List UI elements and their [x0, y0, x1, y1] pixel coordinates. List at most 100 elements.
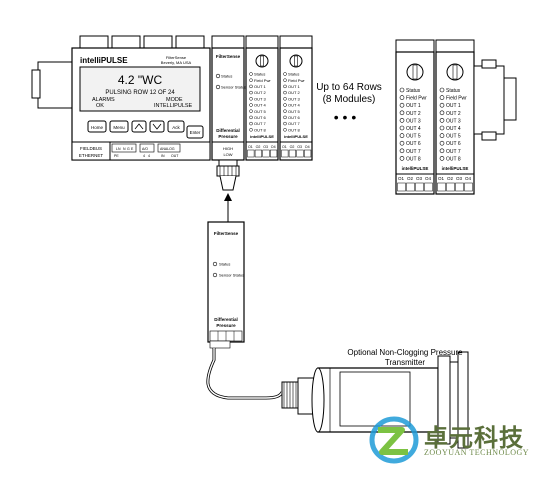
led-icon	[439, 87, 445, 93]
term-n: N	[123, 147, 126, 151]
led-label: OUT 3	[254, 96, 266, 101]
sensor-status-led-icon	[215, 73, 221, 79]
transmitter-cable	[206, 348, 284, 400]
led-label: OUT 4	[254, 103, 266, 108]
term-4b: 4	[148, 154, 150, 158]
led-label: Field Pwr	[406, 96, 427, 102]
keypad: Home Menu Ack Enter	[87, 120, 204, 139]
term-ao: A/O	[142, 147, 148, 151]
led-icon	[283, 72, 287, 76]
led-label: OUT 6	[288, 115, 300, 120]
main-terminal-block: LN N G E PE A/O 4 4 ANALOG IN OUT	[111, 143, 181, 158]
main-left-connector	[37, 61, 73, 109]
led-label: OUT 6	[446, 141, 461, 147]
key-enter-label: Enter	[190, 130, 201, 135]
term-g: G	[127, 147, 130, 151]
led-label: OUT 3	[406, 118, 421, 124]
terminal	[406, 182, 415, 192]
terminal	[415, 182, 424, 192]
led-icon	[439, 125, 445, 131]
terminal	[270, 149, 278, 158]
sensor-brand: FilterSense	[216, 54, 241, 59]
led-label: OUT 2	[254, 90, 266, 95]
main-brand-line1: FilterSense	[166, 55, 187, 60]
led-icon	[439, 118, 445, 123]
led-label: OUT 8	[406, 156, 421, 162]
led-icon	[249, 128, 253, 132]
terminal-label: O3	[263, 145, 268, 149]
led-label: OUT 1	[254, 84, 266, 89]
led-label: Field Pwr	[254, 78, 271, 83]
terminal	[296, 149, 304, 158]
key-enter[interactable]	[186, 125, 204, 139]
terminal-label: O4	[425, 176, 432, 181]
down-arrow-icon	[152, 123, 162, 130]
led-label: Status	[254, 72, 265, 77]
led-label: OUT 5	[254, 109, 266, 114]
terminal	[464, 182, 473, 192]
term-pe: PE	[114, 154, 119, 158]
key-menu[interactable]	[109, 120, 129, 133]
key-up[interactable]	[131, 120, 147, 133]
led-label: OUT 5	[446, 134, 461, 140]
ethernet-label: ETHERNET	[79, 153, 104, 158]
module-label: intelliPULSE	[250, 134, 274, 139]
sensor-status-label: Status	[221, 74, 232, 79]
led-label: Field Pwr	[446, 96, 467, 102]
led-icon	[249, 78, 253, 82]
led-icon	[249, 103, 253, 107]
led-icon	[439, 133, 445, 138]
led-label: Status	[446, 88, 461, 94]
led-label: OUT 2	[288, 90, 300, 95]
led-label: OUT 8	[254, 127, 266, 132]
led-icon	[399, 148, 405, 154]
term-in: IN	[161, 154, 165, 158]
led-icon	[249, 115, 253, 120]
led-label: OUT 1	[288, 84, 300, 89]
sensor-label-line2: Pressure	[218, 134, 238, 139]
key-ack[interactable]	[167, 120, 185, 133]
led-icon	[249, 84, 253, 89]
led-label: OUT 7	[406, 149, 421, 155]
led-icon	[283, 78, 287, 82]
terminal-label: O2	[447, 176, 454, 181]
module-label: intelliPULSE	[284, 134, 308, 139]
key-down[interactable]	[149, 120, 165, 133]
led-label: Status	[288, 72, 299, 77]
led-label: OUT 8	[288, 127, 300, 132]
led-icon	[283, 121, 287, 126]
led-icon	[283, 97, 287, 101]
terminal	[262, 149, 270, 158]
led-label: OUT 7	[254, 121, 266, 126]
terminal-label: O1	[438, 176, 445, 181]
main-controller: intelliPULSE FilterSense Beverly, MA USA…	[31, 35, 211, 161]
key-home[interactable]	[87, 120, 107, 133]
terminal	[437, 182, 446, 192]
remote-label-line1: Differential	[214, 317, 238, 322]
module-label: intelliPULSE	[402, 166, 429, 171]
terminal	[281, 149, 289, 158]
led-icon	[283, 103, 287, 107]
terminal-label: O3	[456, 176, 463, 181]
terminal-label: O1	[282, 145, 287, 149]
watermark-logo: 卓元科技 ZOOYUAN TECHNOLOGY	[368, 416, 548, 464]
led-icon	[439, 156, 445, 161]
main-product-name: intelliPULSE	[80, 56, 128, 65]
watermark-cn: 卓元科技	[424, 424, 524, 452]
remote-sensorstatus-label: Sensor Status	[219, 273, 244, 278]
led-icon	[283, 109, 287, 113]
ellipsis-dots: • • •	[334, 109, 357, 125]
key-home-label: Home	[91, 125, 104, 130]
term-4a: 4	[143, 154, 145, 158]
led-label: OUT 4	[406, 126, 421, 132]
terminal-label: O4	[271, 145, 276, 149]
terminal-label: O2	[407, 176, 414, 181]
led-label: Field Pwr	[288, 78, 305, 83]
lcd-mode-label: MODE	[166, 97, 183, 103]
term-out: OUT	[171, 154, 179, 158]
led-label: OUT 1	[446, 103, 461, 109]
led-label: OUT 4	[288, 103, 300, 108]
led-icon	[399, 140, 405, 146]
